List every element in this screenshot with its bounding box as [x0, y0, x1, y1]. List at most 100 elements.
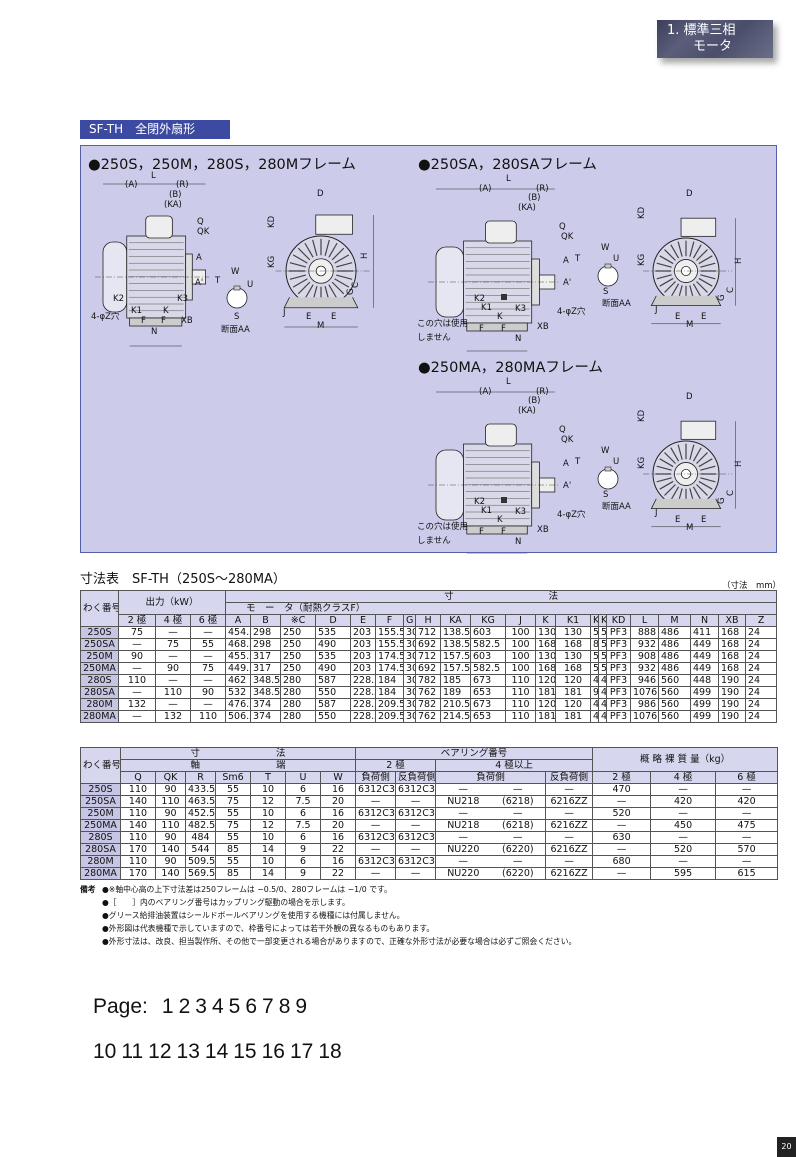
fan-rib — [336, 262, 353, 268]
page-link-13[interactable]: 13 — [176, 1040, 200, 1063]
table-cell: 449 — [690, 662, 720, 675]
table-cell: NU220 — [435, 867, 491, 880]
table-cell: — — [355, 819, 397, 832]
table-cell: 203 — [350, 650, 377, 663]
table-cell: 75 — [215, 819, 251, 832]
table-cell: 228.5 — [350, 698, 377, 711]
table-cell: 298 — [250, 626, 282, 639]
table-cell: 932 — [630, 662, 660, 675]
page-link-7[interactable]: 7 — [262, 995, 274, 1018]
page-link-1[interactable]: 1 — [161, 995, 174, 1018]
table-cell: 203 — [350, 638, 377, 651]
fan-rib — [696, 249, 708, 261]
page-link-16[interactable]: 16 — [261, 1040, 285, 1063]
page-link-17[interactable]: 17 — [289, 1040, 314, 1063]
table-cell: 90 — [155, 662, 191, 675]
table-cell: — — [189, 674, 227, 687]
table-cell: 130 — [555, 650, 592, 663]
page-link-14[interactable]: 14 — [204, 1040, 229, 1063]
dimension-label: J — [654, 305, 658, 315]
mounting-feet — [283, 297, 359, 309]
dimension-table-title: 寸法表 SF-TH（250S～280MA） — [80, 572, 286, 587]
page-link-5[interactable]: 5 — [228, 995, 241, 1018]
fan-rib — [331, 247, 345, 261]
frame-number-cell: 250M — [80, 807, 121, 820]
page-link-15[interactable]: 15 — [233, 1040, 257, 1063]
table-cell: 55 — [215, 855, 251, 868]
table-cell: 88 — [590, 638, 600, 651]
fan-rib — [664, 484, 676, 496]
dimension-label: Q — [559, 425, 566, 435]
header-col: T — [250, 771, 286, 784]
table-cell: 75 — [155, 638, 191, 651]
frame-number-cell: 280M — [80, 855, 121, 868]
fan-rib — [700, 477, 716, 483]
table-cell: 168 — [718, 638, 747, 651]
table-cell: 110 — [120, 783, 156, 796]
table-cell: 168 — [555, 638, 592, 651]
table-cell: — — [592, 843, 652, 856]
page-link-3[interactable]: 3 — [195, 995, 207, 1018]
table-row: 250S75——454.5298250535203155.530712138.5… — [80, 626, 778, 639]
table-cell: 228.5 — [350, 674, 377, 687]
table-cell: 348.5 — [250, 686, 282, 699]
table-cell: NU218 — [435, 819, 491, 832]
badge-line-2: モータ — [693, 39, 733, 54]
dimension-label: F — [161, 316, 166, 326]
page-link-10[interactable]: 10 — [93, 1040, 117, 1063]
table-cell: 138.5 — [440, 638, 472, 651]
fan-rib — [700, 465, 716, 471]
frame-number-cell: 250S — [80, 626, 119, 639]
page-link-4[interactable]: 4 — [211, 995, 224, 1018]
terminal-box — [145, 215, 173, 239]
dimension-label: (KA) — [164, 200, 182, 210]
page-link-11[interactable]: 11 — [121, 1040, 144, 1063]
table-cell: PF3 — [606, 710, 632, 723]
table-cell: — — [490, 855, 547, 868]
page-link-8[interactable]: 8 — [278, 995, 291, 1018]
table-cell: 209.5 — [375, 698, 405, 711]
dimension-label: F — [479, 324, 484, 334]
dimension-label: QK — [197, 227, 210, 237]
remark-item: ●※軸中心高の上下寸法差は250フレームは −0.5/0、280フレームは −1… — [102, 885, 392, 894]
table-cell: — — [592, 795, 652, 808]
table-cell: — — [715, 807, 779, 820]
terminal-box — [315, 214, 353, 235]
page-link-2[interactable]: 2 — [178, 995, 191, 1018]
remark-item: ●［ ］内のベアリング番号はカップリング駆動の場合を示します。 — [102, 898, 350, 907]
table-cell: 110 — [155, 686, 191, 699]
table-cell: 55 — [215, 783, 251, 796]
page-link-18[interactable]: 18 — [318, 1040, 342, 1063]
table-cell: 250 — [280, 638, 317, 651]
page-link-12[interactable]: 12 — [148, 1040, 172, 1063]
keyway — [604, 466, 612, 472]
table-cell: 712 — [415, 626, 442, 639]
table-cell: 130 — [535, 626, 557, 639]
table-cell: — — [545, 783, 594, 796]
table-cell: 110 — [505, 686, 537, 699]
table-cell: — — [355, 795, 397, 808]
page-link-6[interactable]: 6 — [245, 995, 258, 1018]
page-link-9[interactable]: 9 — [295, 995, 308, 1018]
table-cell: 168 — [555, 662, 592, 675]
terminal-box — [680, 217, 717, 237]
dimension-label: Q — [559, 222, 566, 232]
fan-rib — [698, 277, 713, 287]
keyway — [604, 263, 612, 269]
table-cell: 499 — [690, 698, 720, 711]
header-col: N — [690, 614, 720, 627]
table-cell: 449 — [690, 650, 720, 663]
table-cell: 203 — [350, 626, 377, 639]
table-cell: 24 — [745, 650, 778, 663]
table-cell: 228.5 — [350, 710, 377, 723]
fan-rib — [328, 284, 338, 300]
dimension-label: H — [734, 258, 744, 264]
table-cell: 782 — [415, 698, 442, 711]
table-cell: 7.5 — [285, 819, 321, 832]
dimension-label: M — [686, 523, 693, 533]
